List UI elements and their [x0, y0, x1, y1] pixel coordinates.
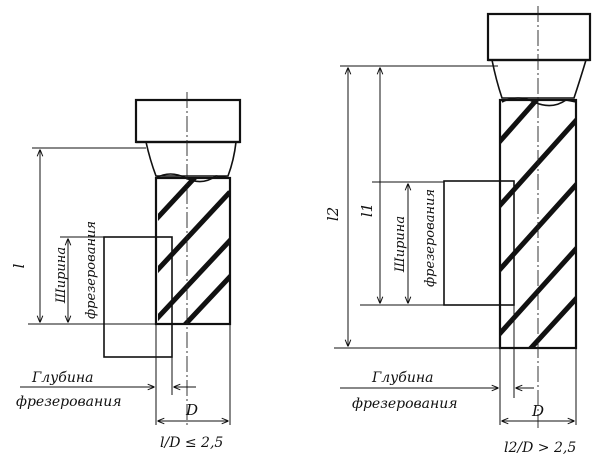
right-tool-cutting-part	[498, 98, 578, 350]
left-tool-shank	[134, 98, 242, 144]
left-ratio-caption: l/D ≤ 2,5	[160, 435, 223, 451]
right-ratio-caption: l2/D > 2,5	[504, 440, 576, 456]
right-width-label-line2: фрезерования	[423, 189, 438, 287]
right-total-length-label: l2	[324, 207, 342, 221]
left-depth-label-line2: фрезерования	[16, 394, 122, 410]
right-depth-label-line1: Глубина	[371, 370, 433, 386]
left-view: l Ширина фрезерования Глубина фрезерован…	[10, 92, 242, 451]
right-diameter-label: D	[531, 402, 544, 420]
right-tool-neck	[491, 59, 587, 107]
left-diameter-label: D	[185, 401, 198, 419]
right-width-label-line1: Ширина	[393, 216, 408, 273]
left-length-label: l	[10, 263, 28, 268]
left-workpiece	[103, 236, 173, 358]
right-tool-shank	[486, 12, 592, 62]
right-work-length-label: l1	[358, 203, 376, 217]
left-width-label-line2: фрезерования	[84, 221, 99, 319]
right-depth-label-line2: фрезерования	[352, 396, 458, 412]
right-view: l2 l1 Ширина фрезерования Глубина фрезер…	[324, 6, 592, 456]
left-tool-cutting-part	[154, 176, 232, 326]
left-width-label-line1: Ширина	[54, 247, 69, 304]
left-tool-neck	[145, 141, 237, 183]
left-depth-label-line1: Глубина	[31, 370, 93, 386]
